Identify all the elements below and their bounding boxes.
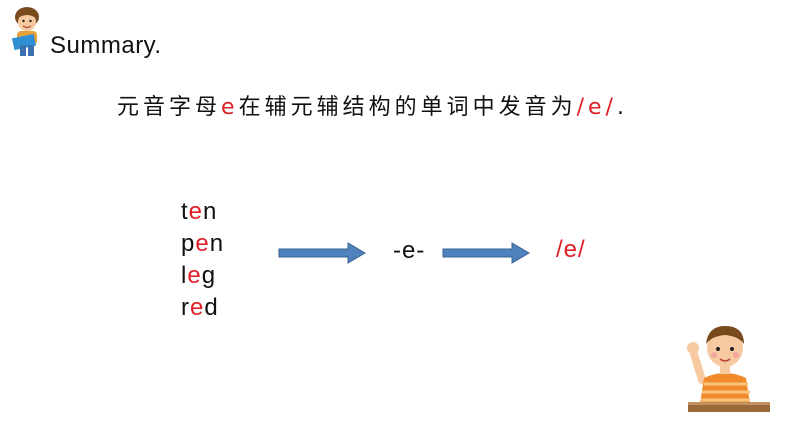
page-title: Summary. [50,32,162,59]
vowel-letter: e [195,230,210,257]
word-list: ten pen leg red [181,196,224,324]
rule-sound: /e/ [576,95,617,120]
middle-vowel-label: -e- [393,237,426,264]
arrow-right-icon [278,242,366,264]
boy-reading-icon [11,7,39,56]
result-sound: /e/ [556,236,586,263]
word-pen: pen [181,230,225,257]
rule-text-middle: 在辅元辅结构的单词中发音为 [238,95,577,120]
vowel-letter: e [190,294,205,321]
vowel-letter: e [187,262,202,289]
word-leg: leg [181,262,217,289]
word-red: red [181,294,219,321]
boy-raising-hand-icon [687,326,770,412]
vowel-letter: e [188,198,204,225]
rule-sentence: 元音字母e在辅元辅结构的单词中发音为/e/. [117,89,628,121]
rule-text-end: . [616,95,628,120]
rule-text-before: 元音字母 [117,95,222,120]
arrow-right-icon [442,242,530,264]
word-ten: ten [181,198,218,225]
rule-letter: e [221,95,239,120]
